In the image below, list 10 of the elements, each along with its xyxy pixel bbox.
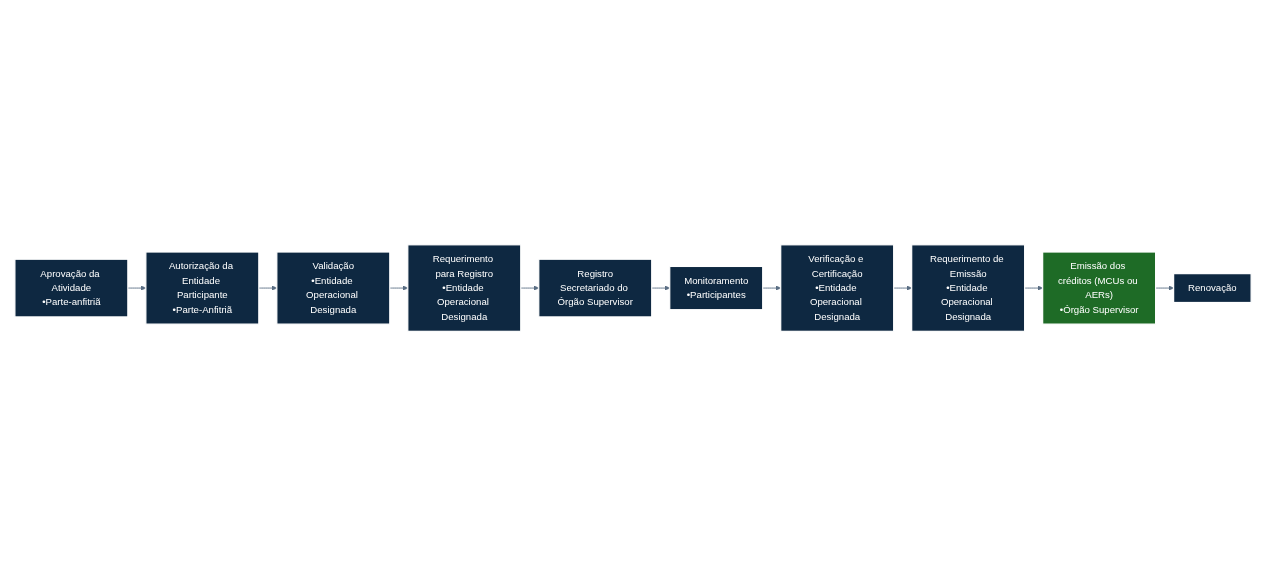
node-box: Emissão dos créditos (MCUs ou AERs) •Órgão Supervisor [1042, 251, 1157, 326]
node-box: Monitoramento •Participantes [669, 266, 764, 311]
node-box: Registro Secretariado do Órgão Supervisor [538, 259, 653, 318]
node-box: Verificação e Certificação •Entidade Operacional Designada [780, 244, 895, 333]
node-box: Renovação [1173, 273, 1252, 304]
node-box: Aprovação da Atividade •Parte-anfitriã [14, 259, 129, 318]
node-box: Requerimento para Registro •Entidade Operacional Designada [407, 244, 522, 333]
node-box: Autorização da Entidade Participante •Parte-Anfitriã [145, 251, 260, 326]
node-box: Validação •Entidade Operacional Designada [276, 251, 391, 326]
node-box: Requerimento de Emissão •Entidade Operacional Designada [911, 244, 1026, 333]
